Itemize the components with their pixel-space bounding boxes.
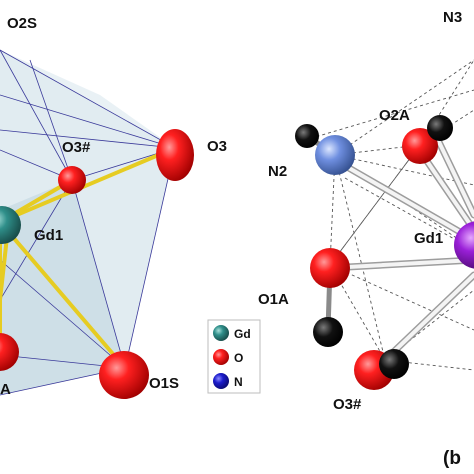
label-gd1-b: Gd1 bbox=[414, 230, 443, 247]
label-o3: O3 bbox=[207, 138, 227, 155]
polyhedron-edges bbox=[0, 49, 176, 396]
c-atom bbox=[427, 115, 453, 141]
o1s-atom bbox=[99, 351, 149, 399]
panel-b: N3 O2A N2 Gd1 O1A O3# (b bbox=[258, 9, 474, 469]
polyhedron-face bbox=[0, 50, 175, 395]
o2a-atom bbox=[402, 128, 438, 164]
o-atom-bottom-left bbox=[0, 333, 19, 371]
label-o3-hash: O3# bbox=[62, 139, 91, 156]
o3-atom bbox=[156, 129, 194, 181]
panel-label-b: (b bbox=[443, 448, 461, 469]
legend-n-label: N bbox=[234, 375, 243, 389]
o1a-atom bbox=[310, 248, 350, 288]
legend-o-label: O bbox=[234, 351, 243, 365]
c-atom bbox=[379, 349, 409, 379]
gd1-atom bbox=[0, 206, 21, 244]
gd1-atom-b bbox=[454, 221, 474, 269]
legend: Gd O N bbox=[207, 319, 261, 394]
c-atom bbox=[295, 124, 319, 148]
n2-atom bbox=[315, 135, 355, 175]
legend-n-swatch bbox=[213, 373, 229, 389]
label-gd1-a: Gd1 bbox=[34, 227, 63, 244]
panel-a: O2S O3# O3 Gd1 O1S A bbox=[0, 15, 227, 399]
label-o1a: O1A bbox=[258, 291, 289, 308]
label-n2: N2 bbox=[268, 163, 287, 180]
label-o3-hash-b: O3# bbox=[333, 396, 362, 413]
o3-hash-atom bbox=[58, 166, 86, 194]
c-atom bbox=[313, 317, 343, 347]
label-n3: N3 bbox=[443, 9, 462, 26]
legend-gd-swatch bbox=[213, 325, 229, 341]
label-a-partial: A bbox=[0, 381, 11, 398]
legend-gd-label: Gd bbox=[234, 327, 251, 341]
label-o2s: O2S bbox=[7, 15, 37, 32]
label-o1s: O1S bbox=[149, 375, 179, 392]
label-o2a: O2A bbox=[379, 107, 410, 124]
legend-o-swatch bbox=[213, 349, 229, 365]
